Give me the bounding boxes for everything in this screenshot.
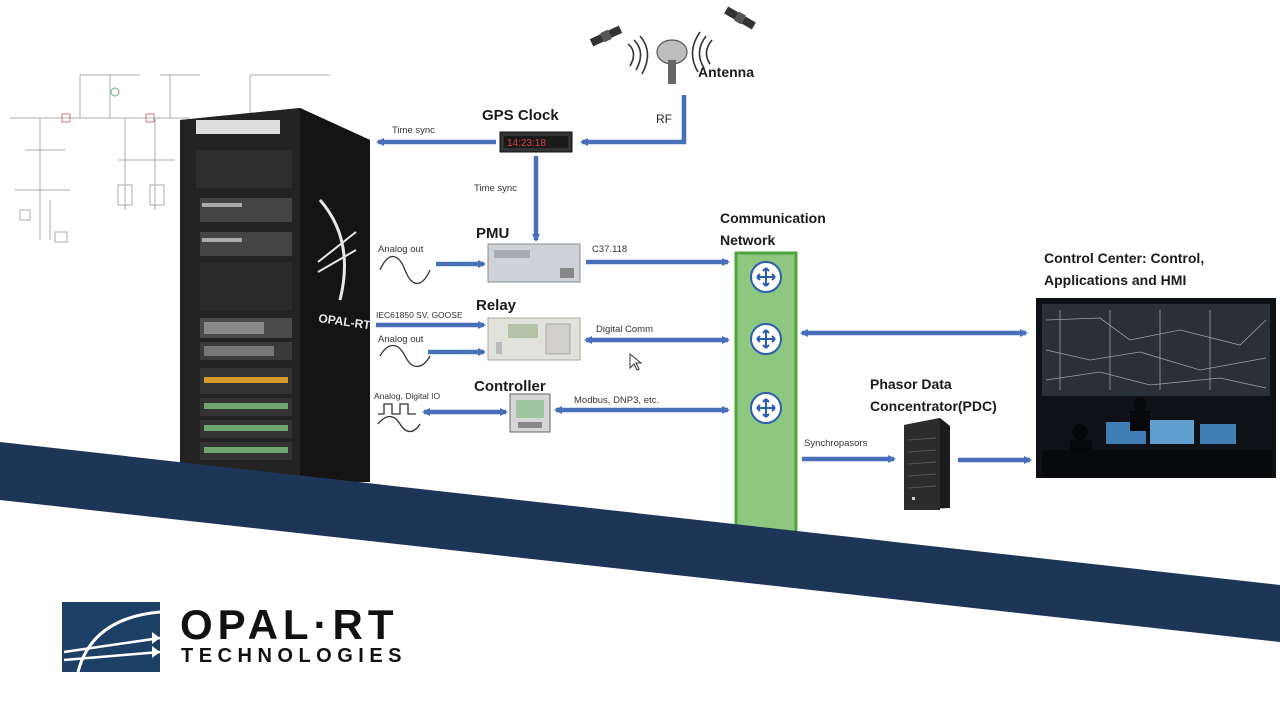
communication-network-label-1: Communication [720, 210, 826, 226]
opal-rt-simulator-rack: OPAL-RT [180, 108, 372, 482]
gps-clock-label: GPS Clock [482, 107, 559, 124]
gps-clock-display: 14:23:18 [507, 138, 546, 149]
signal-waves-icon [627, 31, 713, 75]
analog-digital-io-label: Analog, Digital IO [374, 391, 441, 401]
pdc-label-2: Concentrator(PDC) [870, 398, 997, 414]
communication-network-label-2: Network [720, 232, 776, 248]
control-center-label-1: Control Center: Control, [1044, 250, 1205, 266]
satellite-right-icon [724, 6, 756, 30]
c37118-label: C37.118 [592, 244, 628, 255]
control-center-image [1036, 298, 1276, 478]
control-center-label-2: Applications and HMI [1044, 272, 1187, 288]
analog-out-label-1: Analog out [378, 244, 424, 255]
router-icon-2 [750, 323, 782, 355]
digital-waveform-icon [377, 403, 421, 433]
controller-device [509, 393, 551, 433]
single-line-schematic [10, 74, 330, 243]
arrows [376, 95, 1032, 464]
analog-out-label-2: Analog out [378, 334, 424, 345]
relay-label: Relay [476, 297, 517, 314]
modbus-label: Modbus, DNP3, etc. [574, 395, 660, 406]
satellite-left-icon [589, 25, 623, 47]
time-sync-left-label: Time sync [392, 125, 435, 136]
technologies-tagline: TECHNOLOGIES [181, 645, 408, 667]
rf-arrow [580, 95, 687, 146]
pmu-device [487, 243, 581, 283]
analog-waveform-icon-2 [379, 344, 431, 368]
digital-comm-label: Digital Comm [596, 324, 654, 335]
mouse-cursor-icon [629, 352, 643, 371]
opal-rt-wordmark: OPAL·RT [180, 601, 399, 648]
antenna-icon [656, 39, 688, 84]
synchrophasors-label: Synchropasors [804, 438, 868, 449]
iec61850-label: IEC61850 SV, GOOSE [376, 310, 463, 320]
router-icon-1 [750, 261, 782, 293]
opal-rt-logo-icon [62, 602, 161, 673]
time-sync-down-label: Time sync [474, 183, 517, 194]
communication-network-bus [734, 251, 798, 555]
analog-waveform-icon [379, 255, 431, 285]
pmu-label: PMU [476, 225, 510, 242]
rf-label: RF [656, 112, 672, 126]
gps-clock-device: 14:23:18 [499, 131, 573, 153]
router-icon-3 [750, 392, 782, 424]
relay-device [487, 317, 581, 361]
pdc-server-icon [904, 418, 950, 510]
antenna-label: Antenna [698, 64, 754, 80]
pdc-label-1: Phasor Data [870, 376, 952, 392]
navy-diagonal-band [0, 442, 1280, 642]
controller-label: Controller [474, 378, 546, 395]
